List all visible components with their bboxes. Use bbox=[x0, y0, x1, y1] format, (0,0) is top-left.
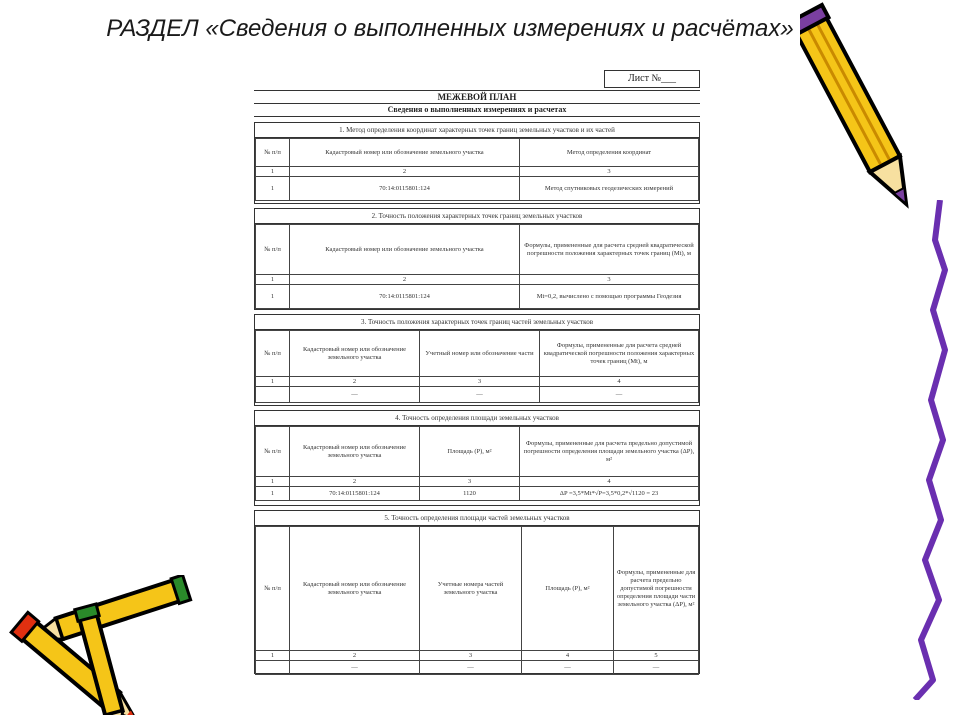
column-header: Кадастровый номер или обозначение земель… bbox=[289, 330, 420, 377]
column-header: Кадастровый номер или обозначение земель… bbox=[289, 526, 420, 651]
section-heading: 2. Точность положения характерных точек … bbox=[255, 209, 699, 224]
table-cell: 70:14:0115801:124 bbox=[289, 176, 520, 201]
section-table: № п/п Кадастровый номер или обозначение … bbox=[255, 526, 699, 675]
section-heading: 4. Точность определения площади земельны… bbox=[255, 411, 699, 426]
section-table: № п/п Кадастровый номер или обозначение … bbox=[255, 426, 699, 501]
column-number: 2 bbox=[289, 376, 420, 387]
column-header: № п/п bbox=[255, 330, 290, 377]
table-cell: 70:14:0115801:124 bbox=[289, 486, 420, 501]
column-number: 3 bbox=[419, 376, 540, 387]
table-cell: — bbox=[613, 660, 699, 675]
section-2: 2. Точность положения характерных точек … bbox=[254, 208, 700, 310]
column-header: № п/п bbox=[255, 526, 290, 651]
table-header-row: № п/п Кадастровый номер или обозначение … bbox=[255, 138, 699, 167]
column-header: Формулы, примененные для расчета средней… bbox=[539, 330, 699, 377]
pencil-icon bbox=[800, 2, 909, 209]
table-row: — — — bbox=[255, 386, 699, 403]
column-header: Метод определения координат bbox=[519, 138, 699, 167]
column-number-row: 1 2 3 bbox=[255, 166, 699, 177]
table-cell: 1120 bbox=[419, 486, 520, 501]
zigzag-decoration bbox=[912, 200, 948, 700]
section-table: № п/п Кадастровый номер или обозначение … bbox=[255, 138, 699, 201]
table-cell: ΔP =3,5*Mt*√P=3,5*0,2*√1120 = 23 bbox=[519, 486, 699, 501]
table-cell: — bbox=[521, 660, 614, 675]
table-row: 1 70:14:0115801:124 Mt=0,2, вычислено с … bbox=[255, 284, 699, 309]
column-number-row: 1 2 3 4 bbox=[255, 376, 699, 387]
column-number: 1 bbox=[255, 376, 290, 387]
table-cell: Mt=0,2, вычислено с помощью программы Ге… bbox=[519, 284, 699, 309]
column-header: Учетные номера частей земельного участка bbox=[419, 526, 522, 651]
column-header: Формулы, примененные для расчета предель… bbox=[613, 526, 699, 651]
table-cell: — bbox=[419, 660, 522, 675]
column-number: 2 bbox=[289, 476, 420, 487]
column-number: 3 bbox=[519, 166, 699, 177]
column-number: 5 bbox=[613, 650, 699, 661]
table-cell bbox=[255, 660, 290, 675]
section-heading: 5. Точность определения площади частей з… bbox=[255, 511, 699, 526]
table-cell: 70:14:0115801:124 bbox=[289, 284, 520, 309]
slide-title: РАЗДЕЛ «Сведения о выполненных измерения… bbox=[106, 15, 794, 42]
table-row: — — — — bbox=[255, 660, 699, 675]
section-table: № п/п Кадастровый номер или обозначение … bbox=[255, 224, 699, 309]
column-header: № п/п bbox=[255, 426, 290, 477]
column-header: Кадастровый номер или обозначение земель… bbox=[289, 224, 520, 275]
section-heading: 3. Точность положения характерных точек … bbox=[255, 315, 699, 330]
column-number: 1 bbox=[255, 650, 290, 661]
column-header: Площадь (P), м² bbox=[419, 426, 520, 477]
section-heading: 1. Метод определения координат характерн… bbox=[255, 123, 699, 138]
table-cell bbox=[255, 386, 290, 403]
table-cell: — bbox=[289, 660, 420, 675]
column-number-row: 1 2 3 bbox=[255, 274, 699, 285]
scanned-document: Лист №___ МЕЖЕВОЙ ПЛАН Сведения о выполн… bbox=[254, 70, 700, 676]
section-4: 4. Точность определения площади земельны… bbox=[254, 410, 700, 506]
column-header: № п/п bbox=[255, 138, 290, 167]
column-number: 4 bbox=[519, 476, 699, 487]
column-header: Площадь (P), м² bbox=[521, 526, 614, 651]
column-number: 1 bbox=[255, 476, 290, 487]
table-row: 1 70:14:0115801:124 Метод спутниковых ге… bbox=[255, 176, 699, 201]
table-cell: 1 bbox=[255, 176, 290, 201]
section-5: 5. Точность определения площади частей з… bbox=[254, 510, 700, 675]
column-number: 1 bbox=[255, 166, 290, 177]
column-header: Формулы, примененные для расчета предель… bbox=[519, 426, 699, 477]
pencils-icon bbox=[9, 575, 193, 715]
column-number: 3 bbox=[419, 650, 522, 661]
section-3: 3. Точность положения характерных точек … bbox=[254, 314, 700, 406]
table-header-row: № п/п Кадастровый номер или обозначение … bbox=[255, 330, 699, 377]
column-header: Формулы, примененные для расчета средней… bbox=[519, 224, 699, 275]
column-number-row: 1 2 3 4 bbox=[255, 476, 699, 487]
column-number: 3 bbox=[519, 274, 699, 285]
table-header-row: № п/п Кадастровый номер или обозначение … bbox=[255, 426, 699, 477]
table-header-row: № п/п Кадастровый номер или обозначение … bbox=[255, 526, 699, 651]
table-cell: — bbox=[419, 386, 540, 403]
table-cell: — bbox=[539, 386, 699, 403]
column-number: 2 bbox=[289, 650, 420, 661]
table-cell: — bbox=[289, 386, 420, 403]
column-number: 4 bbox=[521, 650, 614, 661]
table-cell: 1 bbox=[255, 284, 290, 309]
column-header: Кадастровый номер или обозначение земель… bbox=[289, 138, 520, 167]
sheet-number: Лист №___ bbox=[604, 70, 700, 88]
column-header: Учетный номер или обозначение части bbox=[419, 330, 540, 377]
column-header: Кадастровый номер или обозначение земель… bbox=[289, 426, 420, 477]
table-cell: 1 bbox=[255, 486, 290, 501]
document-subtitle: Сведения о выполненных измерениях и расч… bbox=[254, 104, 700, 117]
table-header-row: № п/п Кадастровый номер или обозначение … bbox=[255, 224, 699, 275]
column-number-row: 1 2 3 4 5 bbox=[255, 650, 699, 661]
table-row: 1 70:14:0115801:124 1120 ΔP =3,5*Mt*√P=3… bbox=[255, 486, 699, 501]
table-cell: Метод спутниковых геодезических измерени… bbox=[519, 176, 699, 201]
column-number: 2 bbox=[289, 274, 520, 285]
column-number: 2 bbox=[289, 166, 520, 177]
column-header: № п/п bbox=[255, 224, 290, 275]
column-number: 4 bbox=[539, 376, 699, 387]
column-number: 3 bbox=[419, 476, 520, 487]
document-title: МЕЖЕВОЙ ПЛАН bbox=[254, 90, 700, 104]
section-1: 1. Метод определения координат характерн… bbox=[254, 122, 700, 204]
column-number: 1 bbox=[255, 274, 290, 285]
section-table: № п/п Кадастровый номер или обозначение … bbox=[255, 330, 699, 403]
